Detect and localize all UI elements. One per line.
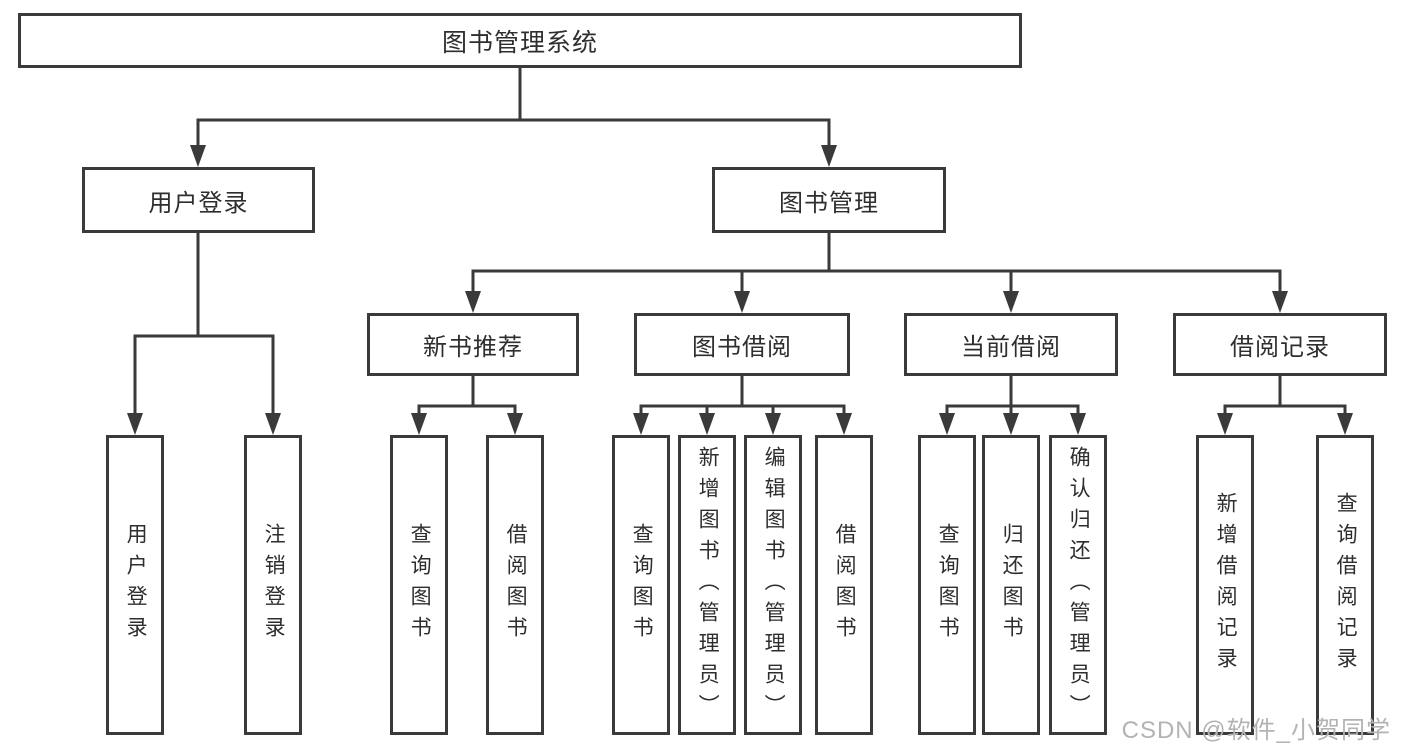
connector-root-to-level2 xyxy=(190,68,837,167)
node-label: 归还图书 xyxy=(1000,523,1024,647)
node-current-borrowing: 当前借阅 xyxy=(904,313,1118,376)
leaf-logout: 注销登录 xyxy=(244,435,302,735)
connector-user-login-branch xyxy=(127,233,281,435)
connector-new-book-recommendation-branch xyxy=(411,376,523,435)
node-label: 查询图书 xyxy=(630,523,654,647)
node-label: 查询借阅记录 xyxy=(1334,492,1358,678)
node-label: 查询图书 xyxy=(936,523,960,647)
leaf-query-books-borrowing: 查询图书 xyxy=(612,435,670,735)
node-label: 注销登录 xyxy=(262,523,286,647)
node-label: 借阅图书 xyxy=(833,523,857,647)
node-label: 当前借阅 xyxy=(961,334,1061,361)
node-label: 确认归还（管理员） xyxy=(1067,445,1091,725)
node-label: 借阅图书 xyxy=(504,523,528,647)
node-label: 图书借阅 xyxy=(692,334,792,361)
leaf-query-books-current: 查询图书 xyxy=(918,435,976,735)
node-book-management: 图书管理 xyxy=(712,167,946,233)
node-label: 新书推荐 xyxy=(423,334,523,361)
node-label: 图书管理 xyxy=(779,189,879,217)
connector-current-borrowing-branch xyxy=(939,376,1086,435)
node-label: 新增图书（管理员） xyxy=(696,445,720,725)
node-root-library-management-system: 图书管理系统 xyxy=(18,13,1022,68)
leaf-user-login: 用户登录 xyxy=(106,435,164,735)
node-new-book-recommendation: 新书推荐 xyxy=(367,313,579,376)
node-label: 用户登录 xyxy=(124,523,148,647)
leaf-borrow-books-borrowing: 借阅图书 xyxy=(815,435,873,735)
leaf-add-books-admin: 新增图书（管理员） xyxy=(678,435,736,735)
leaf-confirm-return-admin: 确认归还（管理员） xyxy=(1049,435,1107,735)
node-borrowing-records: 借阅记录 xyxy=(1173,313,1387,376)
leaf-query-borrowing-record: 查询借阅记录 xyxy=(1316,435,1374,735)
leaf-return-books: 归还图书 xyxy=(982,435,1040,735)
csdn-watermark: CSDN @软件_小贺同学 xyxy=(1121,717,1391,744)
node-label: 借阅记录 xyxy=(1230,334,1330,361)
node-label: 新增借阅记录 xyxy=(1214,492,1238,678)
node-label: 用户登录 xyxy=(148,189,249,217)
node-book-borrowing: 图书借阅 xyxy=(634,313,850,376)
connector-book-management-branch xyxy=(465,233,1288,313)
leaf-edit-books-admin: 编辑图书（管理员） xyxy=(744,435,802,735)
leaf-add-borrowing-record: 新增借阅记录 xyxy=(1196,435,1254,735)
node-user-login: 用户登录 xyxy=(82,167,315,233)
leaf-query-books-recommendation: 查询图书 xyxy=(390,435,448,735)
connector-book-borrowing-branch xyxy=(633,376,852,435)
node-label: 图书管理系统 xyxy=(441,28,598,57)
node-label: 编辑图书（管理员） xyxy=(762,445,786,725)
connector-borrowing-records-branch xyxy=(1217,376,1353,435)
leaf-borrow-books-recommendation: 借阅图书 xyxy=(486,435,544,735)
node-label: 查询图书 xyxy=(408,523,432,647)
